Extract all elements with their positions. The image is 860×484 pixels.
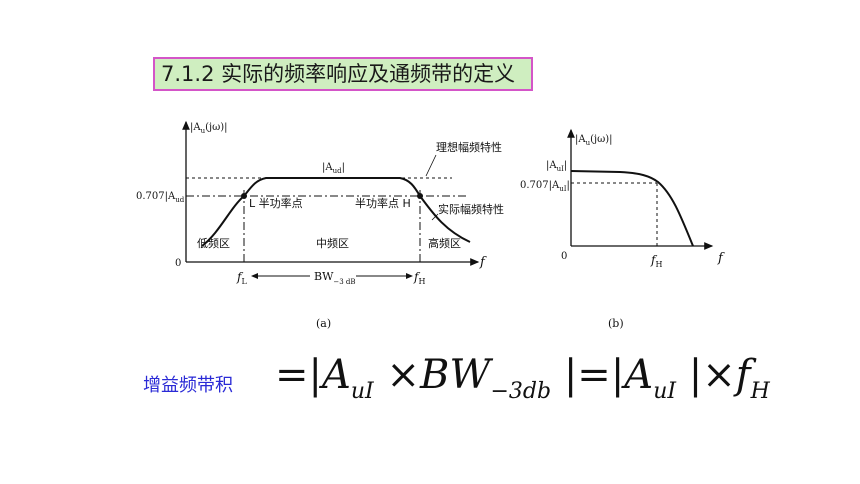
fig-b-f-axis-label: f (717, 251, 725, 266)
formula-eq2: |=| (563, 352, 625, 398)
actual-response-label: 实际幅频特性 (438, 202, 504, 216)
formula-BW-sub: −3db (490, 379, 552, 404)
ideal-leader (425, 154, 437, 177)
mid-band-label: 中频区 (316, 236, 349, 250)
fH-label-a: fH (413, 270, 425, 286)
fig-b-caption: (b) (608, 317, 624, 330)
fL-label: fL (236, 270, 247, 286)
formula-f-sub: H (750, 379, 770, 404)
formula-A2-sub: uI (653, 379, 677, 404)
gain-bandwidth-product-label: 增益频带积 (143, 375, 233, 396)
formula-A-sub: uI (350, 379, 374, 404)
half-power-L-label: L 半功率点 (249, 196, 303, 210)
fig-b-level-label: 0.707|AuI| (520, 180, 570, 193)
fig-a-y-label: |Au(jω)| (190, 122, 228, 135)
formula-A2: A (624, 352, 654, 398)
figure-a: |Au(jω)| |Aud| 0.707|Aud| 理想幅频特性 实际幅频特性 … (136, 120, 504, 330)
formula-times: × (386, 352, 420, 398)
formula-BW: BW (419, 352, 491, 398)
half-power-point-H (417, 193, 423, 199)
low-band-label: 低频区 (197, 236, 230, 250)
fig-a-aud-label: |Aud| (322, 162, 345, 175)
fig-a-f-axis-label: f (479, 255, 487, 270)
fig-a-caption: (a) (316, 317, 331, 330)
high-band-label: 高频区 (428, 236, 461, 250)
formula-A: A (322, 352, 351, 398)
fig-a-origin: 0 (175, 258, 181, 269)
ideal-response-label: 理想幅频特性 (436, 140, 502, 154)
bw-label: BW−3 dB (314, 270, 356, 286)
figure-b: |Au(jω)| |AuI| 0.707|AuI| 0 f fH (b) (520, 128, 725, 330)
fig-b-origin: 0 (561, 251, 567, 262)
section-title: 7.1.2 实际的频率响应及通频带的定义 (153, 57, 533, 91)
actual-response-curve (201, 177, 471, 247)
fig-b-fH-label: fH (650, 253, 662, 269)
fig-b-aui-label: |AuI| (546, 160, 567, 173)
fig-b-y-label: |Au(jω)| (575, 134, 613, 147)
gain-bandwidth-formula: =|AuI ×BW−3db |=|AuI |×fH (275, 352, 770, 404)
formula-f: f (735, 352, 751, 398)
half-power-H-label: 半功率点 H (355, 196, 411, 210)
actual-leader (431, 213, 439, 221)
fig-b-response-curve (570, 170, 694, 247)
formula-eq1: =| (275, 352, 322, 398)
half-power-point-L (241, 193, 247, 199)
fig-a-level-label: 0.707|Aud| (136, 191, 188, 204)
formula-bar-times: |× (688, 352, 736, 398)
